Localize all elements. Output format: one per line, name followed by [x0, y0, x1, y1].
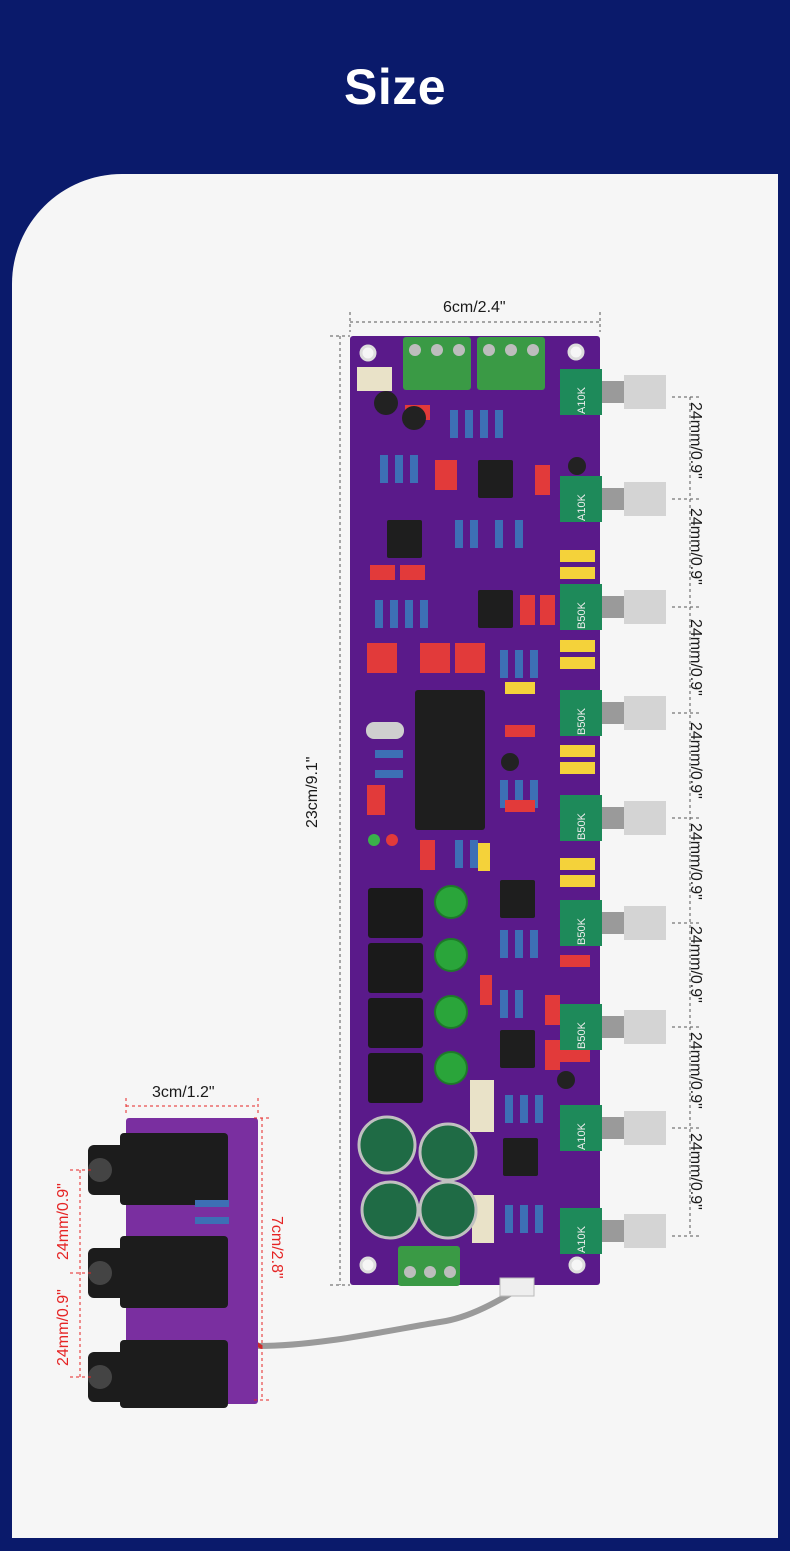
jack-board-height-label: 7cm/2.8" [268, 1216, 285, 1279]
knob-label: A10K [576, 1226, 588, 1253]
knob-spacing-label: 24mm/0.9" [687, 722, 704, 799]
mounting-holes [359, 343, 586, 1274]
knob-spacing-label: 24mm/0.9" [687, 823, 704, 900]
knob-spacing-label: 24mm/0.9" [687, 402, 704, 479]
knob-label: B50K [576, 918, 588, 945]
jack-spacing-label: 24mm/0.9" [55, 1289, 72, 1366]
knob-label: B50K [576, 813, 588, 840]
main-ic [415, 690, 485, 830]
knob-label: A10K [576, 494, 588, 521]
knob-spacing-label: 24mm/0.9" [687, 1032, 704, 1109]
jack-spacing-label: 24mm/0.9" [55, 1183, 72, 1260]
knob-label: A10K [576, 1123, 588, 1150]
board-height-label: 23cm/9.1" [304, 756, 321, 829]
knob-label: B50K [576, 1022, 588, 1049]
knob-spacing-label: 24mm/0.9" [687, 926, 704, 1003]
knob-spacing-label: 24mm/0.9" [687, 508, 704, 585]
knob-label: B50K [576, 708, 588, 735]
main-dimension-lines [330, 312, 691, 1286]
jack-board [88, 1118, 258, 1408]
terminal-blocks [398, 337, 545, 1286]
knob-spacing-label: 24mm/0.9" [687, 619, 704, 696]
header-title: Size [343, 59, 447, 115]
knob-spacing-label: 24mm/0.9" [687, 1133, 704, 1210]
knob-label: A10K [576, 387, 588, 414]
knob-label: B50K [576, 602, 588, 629]
potentiometers [560, 369, 666, 1254]
ribbon-cable [257, 1285, 522, 1349]
board-width-label: 6cm/2.4" [443, 299, 506, 316]
jack-board-width-label: 3cm/1.2" [152, 1084, 215, 1101]
